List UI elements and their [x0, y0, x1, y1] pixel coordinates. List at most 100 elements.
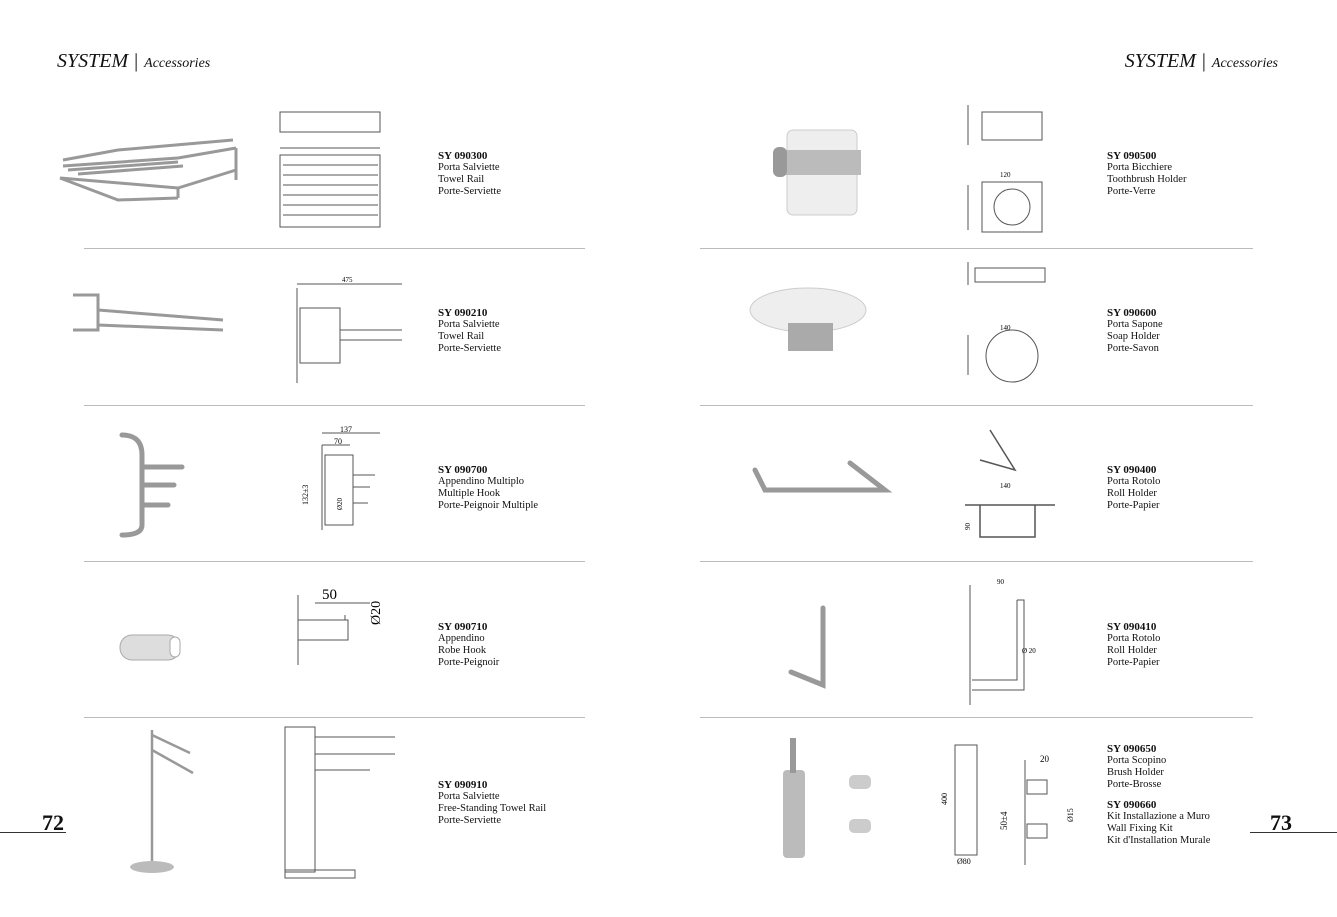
name-it: Kit Installazione a Muro — [1107, 811, 1210, 822]
product-code: SY 090410 — [1107, 621, 1157, 633]
divider — [84, 405, 585, 406]
name-fr: Porte-Peignoir — [438, 657, 500, 668]
page-number-right: 73 — [1270, 810, 1292, 835]
name-it: Porta Salviette — [438, 319, 500, 330]
header-right: SYSTEM| Accessories — [1125, 50, 1278, 73]
product-code: SY 090210 — [438, 307, 488, 319]
free-standing-rail-drawing — [284, 726, 395, 879]
header-title: SYSTEM — [57, 50, 129, 72]
dimension-label: Ø80 — [957, 857, 971, 866]
dimension-label: 140 — [1000, 324, 1011, 332]
name-it: Porta Salviette — [438, 162, 500, 173]
toothbrush-holder-image — [773, 129, 861, 216]
name-fr: Porte-Papier — [1107, 500, 1160, 511]
brush-holder-image — [783, 738, 871, 858]
soap-holder-drawing: 140 — [967, 262, 1046, 383]
name-fr: Porte-Savon — [1107, 343, 1159, 354]
name-it: Appendino Multiplo — [438, 476, 525, 487]
name-fr: Porte-Verre — [1107, 186, 1156, 197]
product-code: SY 090500 — [1107, 150, 1157, 162]
header-separator: | — [134, 50, 139, 72]
header-subtitle: Accessories — [1211, 56, 1278, 71]
vertical-roll-holder-drawing: 90 Ø 20 — [969, 578, 1036, 705]
towel-rail-shelf-drawing — [279, 111, 381, 228]
divider — [84, 717, 585, 718]
robe-hook-image — [119, 634, 181, 661]
name-en: Toothbrush Holder — [1107, 174, 1187, 185]
dimension-label: Ø20 — [336, 497, 344, 510]
divider — [84, 561, 585, 562]
name-it: Appendino — [438, 633, 485, 644]
dimension-label: 140 — [1000, 482, 1011, 490]
dimension-label: 20 — [1040, 754, 1050, 764]
dimension-label: Ø15 — [1066, 808, 1075, 822]
dimension-label: 475 — [342, 276, 353, 284]
dimension-label: 400 — [940, 793, 949, 805]
dimension-label: 90 — [997, 578, 1005, 586]
name-fr: Porte-Serviette — [438, 815, 501, 826]
name-en: Wall Fixing Kit — [1107, 823, 1173, 834]
swivel-towel-rail-image — [73, 293, 224, 332]
name-en: Multiple Hook — [438, 488, 501, 499]
product-code: SY 090910 — [438, 779, 488, 791]
name-en: Soap Holder — [1107, 331, 1160, 342]
dimension-label: 132±3 — [301, 485, 310, 505]
header-left: SYSTEM| Accessories — [57, 50, 210, 73]
name-it: Porta Salviette — [438, 791, 500, 802]
roll-holder-image — [752, 460, 893, 493]
name-en: Brush Holder — [1107, 767, 1164, 778]
swivel-towel-rail-drawing: 475 — [296, 276, 402, 383]
dimension-label: 90 — [964, 523, 972, 531]
header-subtitle: Accessories — [144, 56, 211, 71]
header-title: SYSTEM — [1124, 50, 1196, 72]
name-fr: Porte-Serviette — [438, 343, 501, 354]
name-en: Towel Rail — [438, 331, 485, 342]
divider — [700, 405, 1253, 406]
header-separator: | — [1201, 50, 1206, 72]
name-fr: Porte-Brosse — [1107, 779, 1162, 790]
name-fr: Porte-Serviette — [438, 186, 501, 197]
towel-rail-shelf-image — [59, 138, 238, 202]
page-number-rule — [1250, 832, 1337, 833]
name-fr: Porte-Peignoir Multiple — [438, 500, 539, 511]
divider — [84, 248, 585, 249]
name-en: Roll Holder — [1107, 488, 1157, 499]
dimension-label: Ø 20 — [1022, 647, 1036, 655]
divider — [700, 717, 1253, 718]
dimension-label: Ø20 — [369, 601, 384, 625]
dimension-label: 70 — [334, 437, 342, 446]
dimension-label: 137 — [340, 425, 352, 434]
name-it: Porta Rotolo — [1107, 633, 1161, 644]
dimension-label: 50±4 — [999, 811, 1009, 830]
name-en: Robe Hook — [438, 645, 487, 656]
name-en: Towel Rail — [438, 174, 485, 185]
name-it: Porta Scopino — [1107, 755, 1167, 766]
product-code: SY 090660 — [1107, 799, 1157, 811]
page-number-left: 72 — [42, 810, 64, 835]
product-code: SY 090400 — [1107, 464, 1157, 476]
name-it: Porta Sapone — [1107, 319, 1163, 330]
product-code: SY 090700 — [438, 464, 488, 476]
toothbrush-holder-drawing: 120 — [967, 105, 1043, 233]
divider — [700, 561, 1253, 562]
product-code: SY 090300 — [438, 150, 488, 162]
name-it: Porta Bicchiere — [1107, 162, 1173, 173]
name-it: Porta Rotolo — [1107, 476, 1161, 487]
name-en: Free-Standing Towel Rail — [438, 803, 547, 814]
free-standing-rail-image — [130, 730, 194, 873]
dimension-label: 50 — [322, 587, 337, 603]
page-number-rule — [0, 832, 66, 833]
name-en: Roll Holder — [1107, 645, 1157, 656]
divider — [700, 248, 1253, 249]
multiple-hook-image — [119, 432, 185, 538]
